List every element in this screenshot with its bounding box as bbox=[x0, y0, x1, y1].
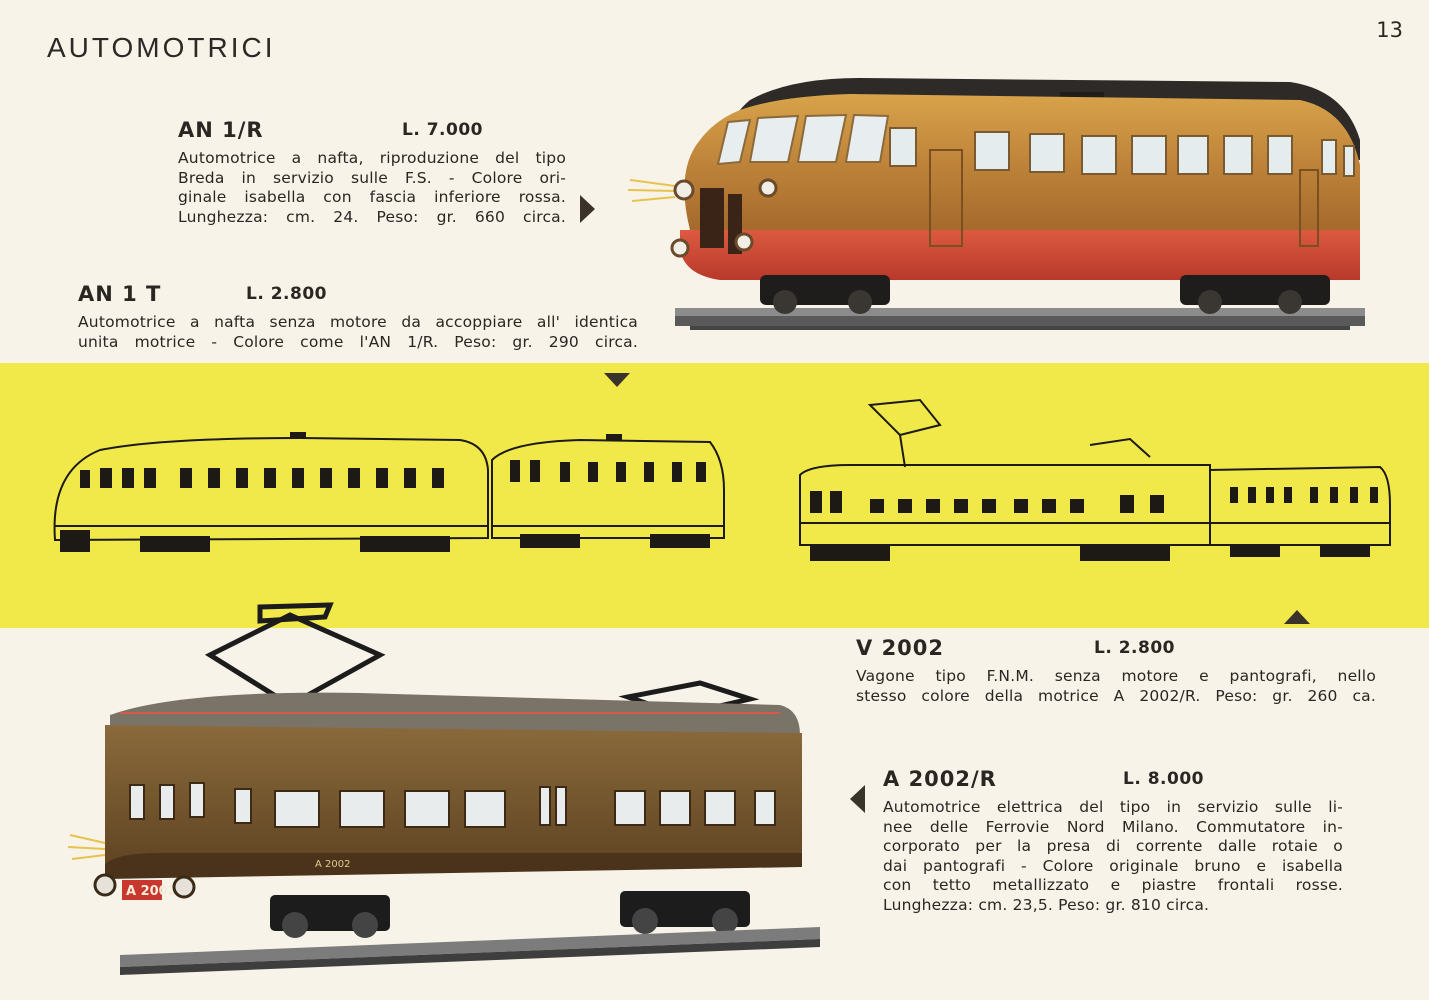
pointer-up-icon bbox=[1284, 610, 1310, 624]
description-line: stesso colore della motrice A 2002/R. Pe… bbox=[856, 686, 1376, 705]
description-line: Lunghezza: cm. 23,5. Peso: gr. 810 circa… bbox=[883, 895, 1210, 914]
product-an1r: AN 1/R L. 7.000 Automotrice a nafta, rip… bbox=[178, 118, 566, 227]
description-line: Automotrice a nafta senza motore da acco… bbox=[78, 313, 638, 331]
description-line: Automotrice elettrica del tipo in serviz… bbox=[883, 798, 1343, 816]
product-price: L. 2.800 bbox=[246, 284, 327, 304]
railcar-an1r-illustration bbox=[627, 78, 1365, 330]
description-line: nee delle Ferrovie Nord Milano. Commutat… bbox=[883, 817, 1343, 836]
product-price: L. 8.000 bbox=[1123, 769, 1204, 789]
product-price: L. 2.800 bbox=[1094, 638, 1175, 658]
yellow-band bbox=[0, 363, 1429, 628]
description-line: unita motrice - Colore come l'AN 1/R. Pe… bbox=[78, 332, 638, 351]
product-description: Automotrice elettrica del tipo in serviz… bbox=[883, 798, 1343, 915]
product-an1t: AN 1 T L. 2.800 Automotrice a nafta senz… bbox=[78, 282, 638, 352]
railcar-plate: A 2002 bbox=[126, 884, 177, 899]
description-line: ginale isabella con fascia inferiore ros… bbox=[178, 188, 566, 206]
product-model: V 2002 bbox=[856, 636, 945, 660]
electric-pair-line-drawing bbox=[799, 398, 1391, 561]
railcar-pair-line-drawing bbox=[53, 432, 725, 552]
description-line: corporato per la presa di corrente dalle… bbox=[883, 837, 1343, 855]
product-description: Automotrice a nafta senza motore da acco… bbox=[78, 313, 638, 352]
product-a2002r: A 2002/R L. 8.000 Automotrice elettrica … bbox=[883, 767, 1343, 915]
pointer-right-icon bbox=[580, 195, 595, 223]
description-line: Vagone tipo F.N.M. senza motore e pantog… bbox=[856, 667, 1376, 685]
page-number: 13 bbox=[1376, 18, 1403, 42]
product-price: L. 7.000 bbox=[402, 120, 483, 140]
pointer-left-icon bbox=[850, 785, 865, 813]
product-model: AN 1 T bbox=[78, 282, 162, 306]
description-line: Automotrice a nafta, riproduzione del ti… bbox=[178, 149, 566, 167]
description-line: Breda in servizio sulle F.S. - Colore or… bbox=[178, 168, 566, 187]
pointer-down-icon bbox=[604, 373, 630, 387]
product-model: A 2002/R bbox=[883, 767, 997, 791]
description-line: con tetto metallizzato e piastre frontal… bbox=[883, 876, 1343, 894]
product-v2002: V 2002 L. 2.800 Vagone tipo F.N.M. senza… bbox=[856, 636, 1376, 706]
railcar-side-number: A 2002 bbox=[315, 859, 350, 870]
product-description: Automotrice a nafta, riproduzione del ti… bbox=[178, 149, 566, 227]
product-model: AN 1/R bbox=[178, 118, 264, 142]
description-line: Lunghezza: cm. 24. Peso: gr. 660 circa. bbox=[178, 207, 566, 226]
page-title: AUTOMOTRICI bbox=[47, 32, 276, 63]
product-description: Vagone tipo F.N.M. senza motore e pantog… bbox=[856, 667, 1376, 706]
railcar-a2002r-illustration: A 2002 A 2002 bbox=[67, 602, 820, 975]
description-line: dai pantografi - Colore originale bruno … bbox=[883, 856, 1343, 875]
